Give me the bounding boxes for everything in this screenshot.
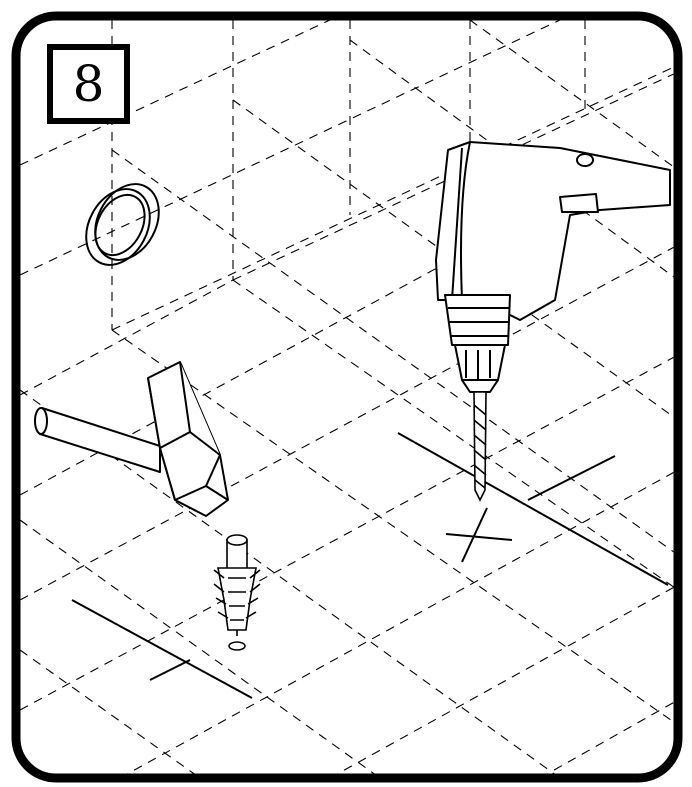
- drill-bit-icon: [474, 392, 486, 500]
- mark-line-right: [398, 433, 668, 585]
- mark-line-left: [72, 600, 252, 698]
- dashed-grid: [20, 20, 678, 778]
- step-number-badge: 8: [47, 44, 130, 124]
- wall-plug-icon: [214, 535, 260, 636]
- hammer-icon: [35, 362, 228, 516]
- diagram-frame: [16, 16, 678, 778]
- step-number: 8: [73, 59, 105, 109]
- drill-icon: [436, 142, 670, 392]
- washer-icon: [74, 173, 172, 276]
- cross-mark-icon: [446, 508, 512, 562]
- drilled-hole: [229, 642, 245, 650]
